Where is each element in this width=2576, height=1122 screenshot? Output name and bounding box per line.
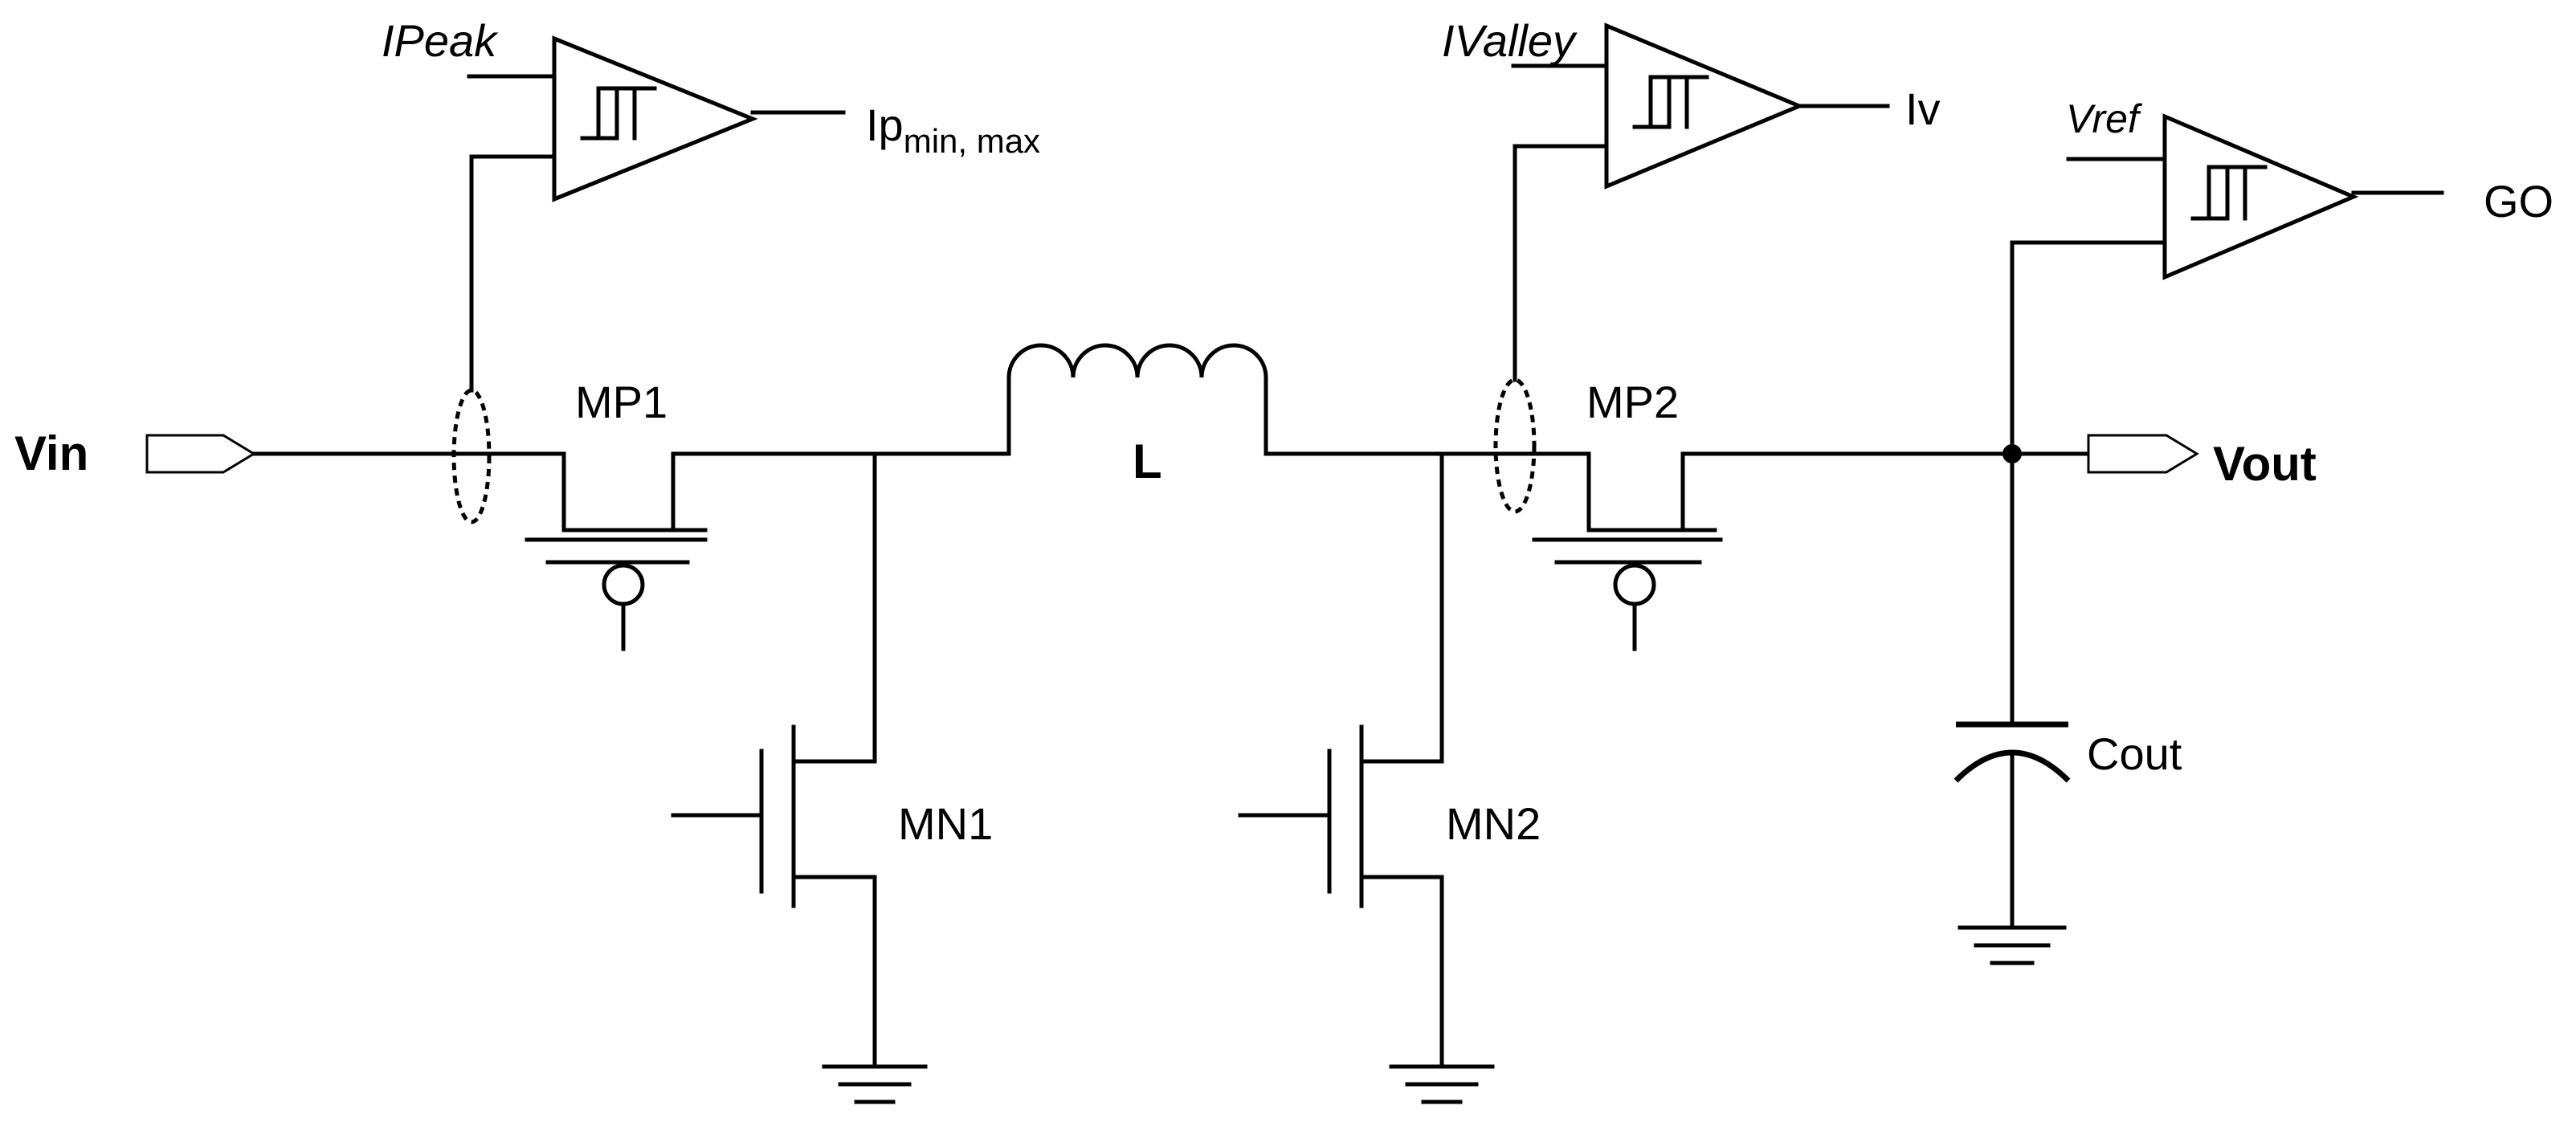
ipeak-sense-wire (469, 154, 557, 393)
ivalley-comparator (1511, 22, 1890, 190)
mp2-label: MP2 (1586, 377, 1679, 427)
vref-comparator (2066, 113, 2444, 280)
ip-output-base: Ip (866, 100, 904, 150)
ip-output-subscript: min, max (904, 122, 1040, 160)
ground-icon (1958, 925, 2067, 965)
mp1-label: MP1 (575, 377, 667, 427)
iv-output-label: Iv (1905, 84, 1941, 134)
vout-label: Vout (2213, 437, 2317, 491)
vin-wire (251, 451, 708, 532)
vref-label: Vref (2066, 96, 2143, 141)
ipeak-label: IPeak (382, 15, 499, 66)
mp1-transistor (525, 451, 1011, 651)
cout-label: Cout (2087, 728, 2182, 779)
ground-icon (1389, 1064, 1495, 1104)
go-output-label: GO (2484, 176, 2554, 226)
mn2-transistor (1238, 451, 1444, 1067)
vout-port (2087, 434, 2199, 474)
ipeak-sense-probe (451, 388, 492, 524)
inductor (1006, 343, 1268, 456)
ip-output-label: Ipmin, max (866, 100, 1040, 160)
ipeak-comparator (467, 35, 846, 202)
mn1-label: MN1 (898, 798, 993, 849)
inductor-label: L (1133, 435, 1162, 488)
mid-wire (1264, 451, 1717, 532)
go-feedback-wire (2010, 240, 2167, 456)
vin-port (145, 434, 256, 474)
ivalley-sense-wire (1513, 144, 1609, 382)
ivalley-label: IValley (1442, 15, 1578, 66)
mn2-label: MN2 (1446, 798, 1541, 849)
vin-label: Vin (14, 426, 88, 480)
mp2-transistor (1532, 451, 2015, 651)
output-capacitor (1953, 451, 2071, 928)
ground-icon (822, 1064, 928, 1104)
ivalley-sense-probe (1493, 377, 1537, 514)
mn1-transistor (671, 451, 877, 1067)
